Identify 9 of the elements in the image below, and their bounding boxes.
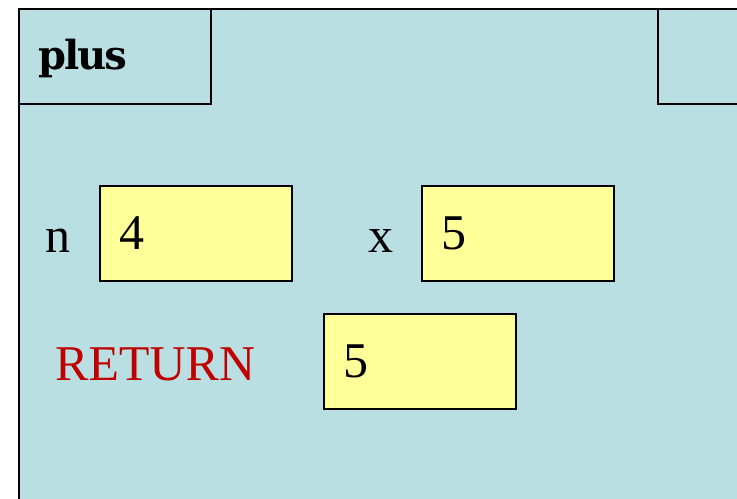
value-box: 5	[421, 185, 615, 282]
variable-name: x	[368, 210, 393, 260]
variable-name: n	[45, 210, 70, 260]
value-box: 5	[323, 313, 517, 410]
frame-title: plus	[18, 8, 212, 105]
return-label: RETURN	[55, 338, 255, 388]
call-frame	[18, 8, 737, 499]
empty-tab	[657, 8, 737, 105]
value-box: 4	[99, 185, 293, 282]
